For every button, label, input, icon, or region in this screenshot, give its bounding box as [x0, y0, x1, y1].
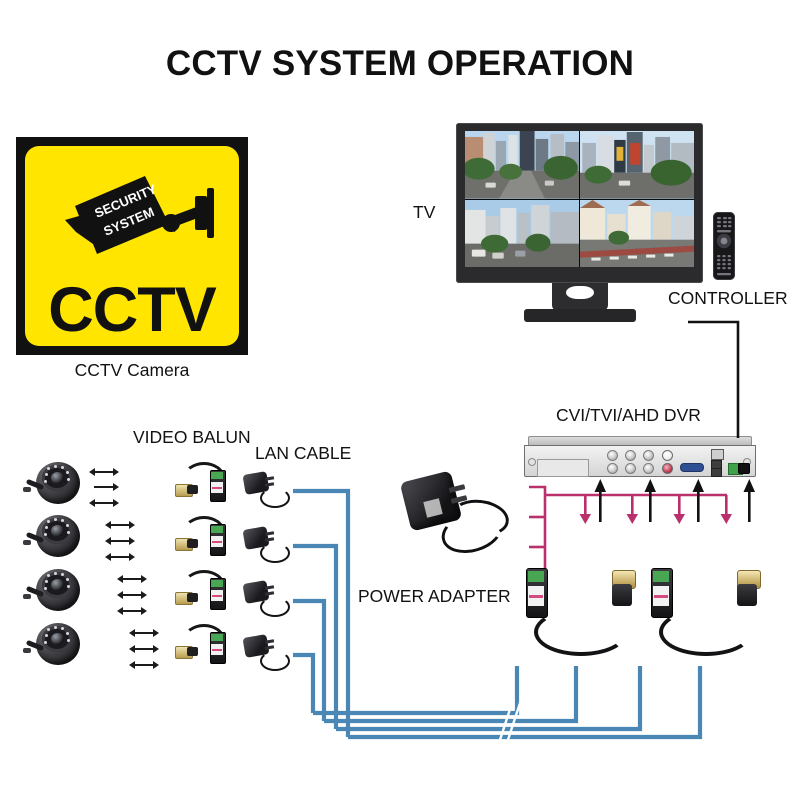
- signal-arrow-4a: [129, 629, 159, 637]
- tv-quadrant-2: [580, 131, 694, 199]
- balun-label-stripe: [212, 487, 222, 489]
- video-up-arrows: [594, 479, 755, 522]
- signal-arrow-4b: [129, 645, 159, 653]
- balun-terminal: [211, 472, 223, 479]
- signal-arrow-2c: [105, 553, 135, 561]
- small-power-adapter-4: [242, 634, 290, 671]
- sign-yellow-panel: SECURITY SYSTEM CCTV: [25, 146, 239, 346]
- power-distribution-bus: [529, 485, 727, 577]
- signal-arrow-1a: [89, 468, 119, 476]
- cctv-camera-caption: CCTV Camera: [74, 360, 190, 380]
- adapter-cord: [260, 488, 290, 508]
- rca-audio-out[interactable]: [662, 450, 673, 461]
- dvr-rear-panel: [524, 445, 756, 477]
- dome-camera-2: [23, 513, 82, 559]
- dc-power-jack[interactable]: [738, 463, 750, 474]
- security-camera-icon: SECURITY SYSTEM: [65, 176, 214, 254]
- video-balun-3: [175, 566, 227, 612]
- tv-stand-cutout: [565, 286, 594, 299]
- lan-cable-label: LAN CABLE: [255, 443, 352, 463]
- signal-arrow-2b: [105, 537, 135, 545]
- dome-camera-1: [23, 460, 82, 506]
- tv-stand-base: [523, 309, 636, 322]
- dvr-label: CVI/TVI/AHD DVR: [556, 405, 701, 425]
- video-balun-4: [175, 620, 227, 666]
- cctv-warning-sign: SECURITY SYSTEM CCTV: [16, 137, 248, 355]
- adapter-prong-1: [264, 476, 275, 481]
- vga-port[interactable]: [680, 463, 704, 472]
- bnc-port-5[interactable]: [625, 463, 636, 474]
- power-down-arrows: [579, 495, 732, 524]
- signal-arrow-3c: [117, 607, 147, 615]
- page-title: CCTV SYSTEM OPERATION: [165, 44, 635, 83]
- tv-label: TV: [413, 202, 436, 222]
- signal-arrow-2a: [105, 521, 135, 529]
- bnc-port-6[interactable]: [643, 463, 654, 474]
- dvr-top-cover: [528, 436, 752, 447]
- video-balun-label: VIDEO BALUN: [133, 427, 251, 447]
- rca-audio-in[interactable]: [662, 463, 673, 474]
- balun-bnc-barrel: [187, 485, 198, 494]
- video-balun-2: [175, 512, 227, 558]
- power-adapter-label: POWER ADAPTER: [358, 586, 511, 606]
- ethernet-port[interactable]: [711, 449, 724, 460]
- dvr-id-plate: [537, 459, 589, 477]
- tv-monitor: [456, 123, 703, 322]
- tv-quadrant-1: [465, 131, 579, 199]
- cable-break-mark: [495, 699, 523, 750]
- dvr-video-balun-2: [651, 568, 771, 656]
- bnc-port-1[interactable]: [607, 450, 618, 461]
- camera-lens: [51, 472, 64, 484]
- video-balun-1: [175, 458, 227, 504]
- tv-screen: [465, 131, 694, 267]
- small-power-adapter-3: [242, 580, 290, 617]
- small-power-adapter-1: [242, 471, 290, 508]
- balun-label-stripe: [529, 595, 543, 598]
- dvr-unit[interactable]: [524, 436, 756, 477]
- controller-label: CONTROLLER: [668, 288, 788, 308]
- signal-arrow-3a: [117, 575, 147, 583]
- balun-terminal: [528, 571, 544, 582]
- bnc-port-3[interactable]: [643, 450, 654, 461]
- camera-connector: [23, 487, 31, 492]
- adapter-prong-2: [264, 482, 275, 487]
- signal-arrow-1c: [89, 499, 119, 507]
- balun-cable: [534, 608, 628, 656]
- tv-quadrant-3: [465, 199, 579, 267]
- signal-arrow-3b: [117, 591, 147, 599]
- bnc-port-4[interactable]: [607, 463, 618, 474]
- remote-controller[interactable]: [713, 212, 735, 280]
- usb-port-2[interactable]: [711, 468, 722, 477]
- tv-to-dvr-video-line: [688, 320, 740, 438]
- signal-arrow-1b: [94, 483, 119, 491]
- balun-bnc-barrel: [612, 584, 632, 606]
- sign-cctv-text: CCTV: [48, 275, 217, 345]
- dvr-video-balun-1: [526, 568, 646, 656]
- dvr-screw-left: [528, 458, 536, 466]
- small-power-adapter-2: [242, 526, 290, 563]
- tv-quadrant-4: [580, 199, 694, 267]
- main-power-adapter: [399, 468, 513, 560]
- signal-arrow-4c: [129, 661, 159, 669]
- dome-camera-3: [23, 567, 82, 613]
- dome-camera-4: [23, 621, 82, 667]
- bnc-port-2[interactable]: [625, 450, 636, 461]
